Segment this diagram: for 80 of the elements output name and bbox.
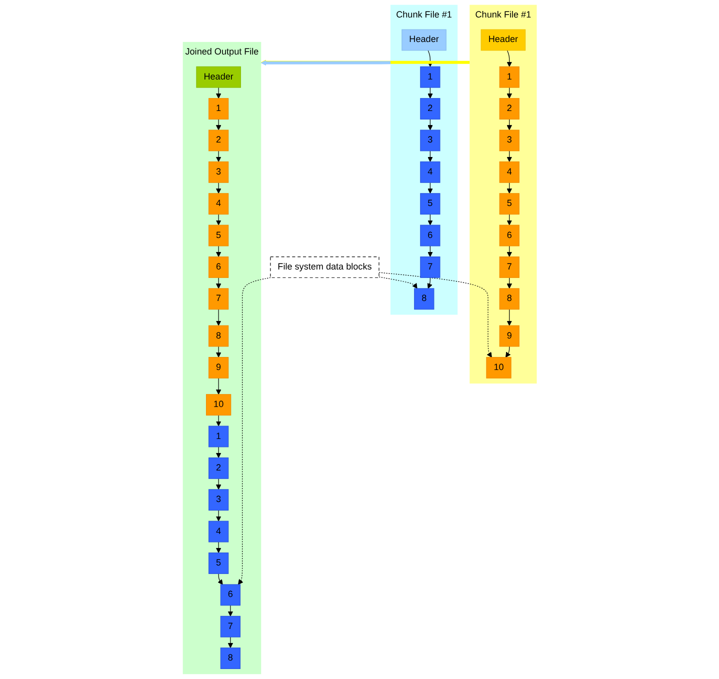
arrow bbox=[216, 346, 221, 358]
node-box: 8 bbox=[414, 288, 434, 310]
arrow bbox=[238, 277, 271, 585]
arrow bbox=[427, 246, 433, 258]
node-box: 6 bbox=[220, 584, 240, 606]
arrow bbox=[216, 87, 221, 99]
arrow bbox=[216, 246, 221, 258]
arrow bbox=[216, 214, 221, 226]
node-box: 4 bbox=[208, 520, 228, 542]
node-box: 8 bbox=[499, 288, 520, 310]
arrow bbox=[506, 214, 512, 226]
node-box: 1 bbox=[420, 66, 440, 88]
node-box: 4 bbox=[499, 161, 520, 183]
arrow bbox=[506, 277, 512, 289]
node-box: Header bbox=[480, 29, 526, 51]
node-box: Header bbox=[401, 29, 446, 51]
arrow bbox=[216, 478, 221, 490]
node-box: 2 bbox=[499, 98, 520, 120]
node-box: File system data blocks bbox=[270, 256, 379, 278]
arrow bbox=[506, 246, 512, 258]
node-box: 5 bbox=[499, 193, 520, 215]
node-box: 10 bbox=[486, 357, 512, 378]
arrow bbox=[216, 446, 221, 458]
arrow bbox=[427, 87, 433, 99]
arrow bbox=[427, 214, 433, 226]
arrow bbox=[216, 542, 221, 554]
arrow bbox=[506, 118, 512, 130]
node-box: 3 bbox=[208, 161, 228, 183]
node-box: 1 bbox=[208, 98, 228, 120]
arrow bbox=[506, 150, 512, 162]
arrow bbox=[216, 118, 221, 130]
node-box: 6 bbox=[208, 256, 228, 278]
node-box: Header bbox=[196, 66, 241, 88]
arrow bbox=[216, 277, 221, 289]
node-box: 2 bbox=[208, 130, 228, 152]
node-box: 7 bbox=[220, 616, 240, 638]
arrow bbox=[506, 182, 512, 194]
arrow bbox=[506, 50, 512, 67]
arrow bbox=[260, 60, 390, 66]
node-box: 2 bbox=[420, 98, 440, 120]
arrow bbox=[505, 346, 510, 358]
node-box: 9 bbox=[499, 325, 520, 347]
arrow bbox=[216, 309, 221, 326]
arrow bbox=[427, 277, 432, 289]
node-box: 1 bbox=[208, 426, 228, 448]
arrow bbox=[216, 150, 221, 162]
arrow bbox=[216, 378, 221, 395]
node-box: 3 bbox=[420, 130, 440, 152]
arrow bbox=[378, 276, 418, 289]
node-box: 5 bbox=[420, 193, 440, 215]
arrow bbox=[216, 182, 221, 194]
node-box: 4 bbox=[208, 193, 228, 215]
arrow bbox=[427, 118, 433, 130]
node-box: 8 bbox=[220, 648, 240, 670]
node-box: 5 bbox=[208, 224, 228, 246]
node-box: 3 bbox=[499, 130, 520, 152]
node-box: 6 bbox=[499, 224, 520, 246]
node-box: 7 bbox=[420, 256, 440, 278]
node-box: 1 bbox=[499, 66, 520, 88]
arrow bbox=[217, 573, 223, 585]
node-box: 2 bbox=[208, 457, 228, 479]
arrow bbox=[216, 510, 221, 522]
node-box: 4 bbox=[420, 161, 440, 183]
arrow bbox=[506, 309, 512, 326]
node-box: 10 bbox=[206, 394, 231, 416]
node-box: 8 bbox=[208, 325, 228, 347]
arrow bbox=[227, 605, 233, 616]
node-box: 3 bbox=[208, 489, 228, 511]
arrow bbox=[378, 272, 492, 358]
node-box: 5 bbox=[208, 552, 228, 574]
node-box: 7 bbox=[208, 288, 228, 310]
arrow bbox=[427, 150, 433, 162]
node-box: 9 bbox=[208, 357, 228, 378]
arrow bbox=[506, 87, 512, 99]
arrow bbox=[427, 182, 433, 194]
node-box: 7 bbox=[499, 256, 520, 278]
arrow bbox=[227, 636, 233, 648]
arrow bbox=[427, 50, 433, 67]
arrow bbox=[216, 414, 221, 426]
node-box: 6 bbox=[420, 224, 440, 246]
